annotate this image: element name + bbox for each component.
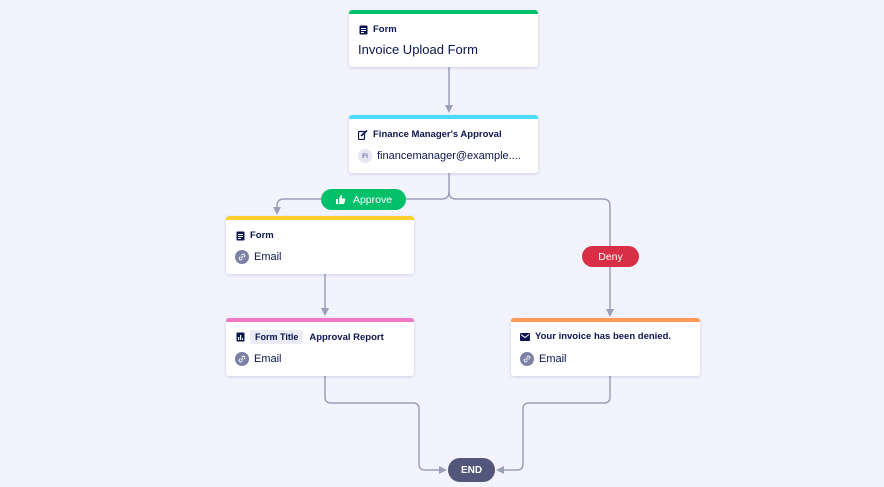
action-label: Email [254, 353, 282, 365]
approval-node[interactable]: Finance Manager's Approval FI financeman… [349, 115, 538, 173]
node-color-bar [511, 318, 700, 322]
invoice-form-node[interactable]: Form Invoice Upload Form [349, 10, 538, 67]
link-icon [520, 352, 534, 366]
report-icon [235, 332, 245, 342]
deny-branch-pill[interactable]: Deny [582, 246, 639, 267]
node-color-bar [226, 318, 414, 322]
approval-icon [358, 129, 368, 140]
approve-label: Approve [352, 193, 393, 206]
approval-report-node[interactable]: Form Title Approval Report Email [226, 318, 414, 376]
approve-form-node[interactable]: Form Email [226, 216, 414, 274]
node-type-label: Form [250, 230, 274, 241]
action-label: Email [539, 353, 567, 365]
form-icon [235, 231, 245, 241]
end-node[interactable]: END [448, 458, 495, 482]
link-icon [235, 352, 249, 366]
node-type-label: Form [373, 24, 397, 35]
form-icon [358, 25, 368, 35]
envelope-icon [520, 332, 530, 342]
deny-label: Deny [598, 250, 623, 263]
end-label: END [460, 464, 483, 476]
form-title-chip: Form Title [250, 330, 304, 344]
denied-email-node[interactable]: Your invoice has been denied. Email [511, 318, 700, 376]
assignee-email: financemanager@example.... [377, 150, 521, 162]
node-color-bar [349, 10, 538, 14]
approve-branch-pill[interactable]: Approve [321, 189, 406, 210]
node-type-label: Finance Manager's Approval [373, 129, 502, 140]
node-color-bar [226, 216, 414, 220]
connector-denied-to-end [496, 376, 611, 474]
link-icon [235, 250, 249, 264]
form-title: Invoice Upload Form [358, 42, 478, 57]
node-type-label: Approval Report [309, 331, 384, 343]
node-type-label: Your invoice has been denied. [535, 331, 672, 342]
assignee-avatar: FI [358, 149, 372, 163]
action-label: Email [254, 251, 282, 263]
connector-approval-to-deny [448, 191, 614, 317]
node-color-bar [349, 115, 538, 119]
connector-report-to-end [324, 376, 447, 474]
thumbs-up-icon [335, 194, 346, 205]
